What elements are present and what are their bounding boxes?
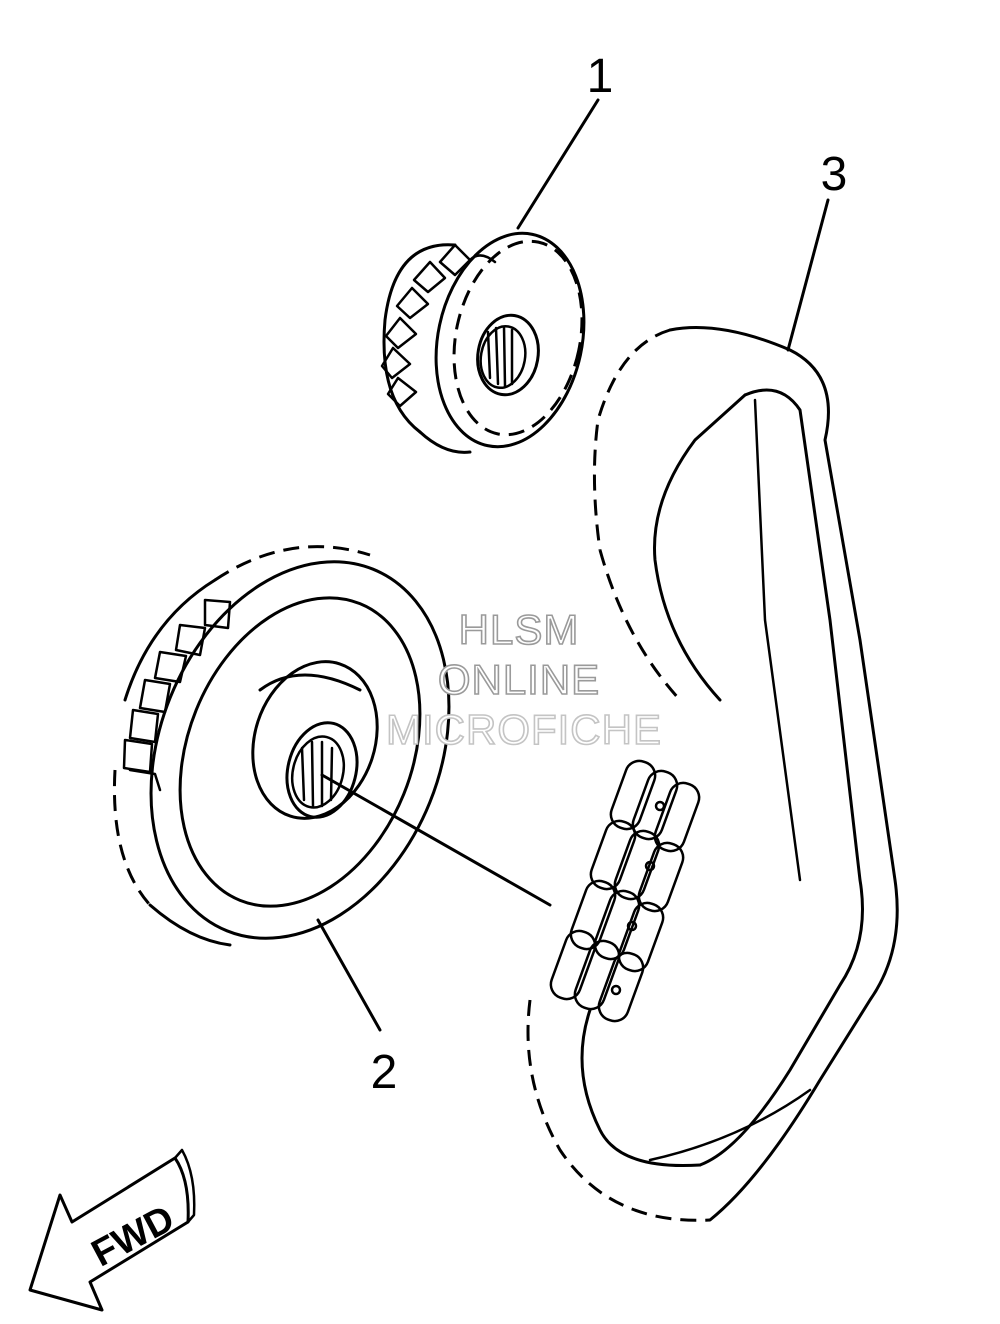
chain-links xyxy=(549,759,701,1023)
large-sprocket xyxy=(112,545,451,947)
watermark: HLSM ONLINE MICROFICHE xyxy=(385,605,662,754)
callout-2: 2 xyxy=(371,1046,398,1099)
leader-line-1 xyxy=(516,98,600,230)
callout-1: 1 xyxy=(587,50,614,103)
leader-line-2 xyxy=(316,918,382,1032)
leader-lines xyxy=(316,98,830,1032)
watermark-line-1: HLSM xyxy=(459,606,580,653)
callout-3: 3 xyxy=(821,148,848,201)
fwd-label: FWD xyxy=(85,1198,181,1276)
small-sprocket xyxy=(380,231,586,454)
leader-line-2-center xyxy=(320,773,552,907)
leader-line-3 xyxy=(786,198,830,352)
watermark-line-2: ONLINE xyxy=(438,656,600,703)
watermark-line-3: MICROFICHE xyxy=(386,706,662,753)
drive-chain xyxy=(526,326,899,1222)
forward-arrow: FWD xyxy=(28,1148,196,1312)
